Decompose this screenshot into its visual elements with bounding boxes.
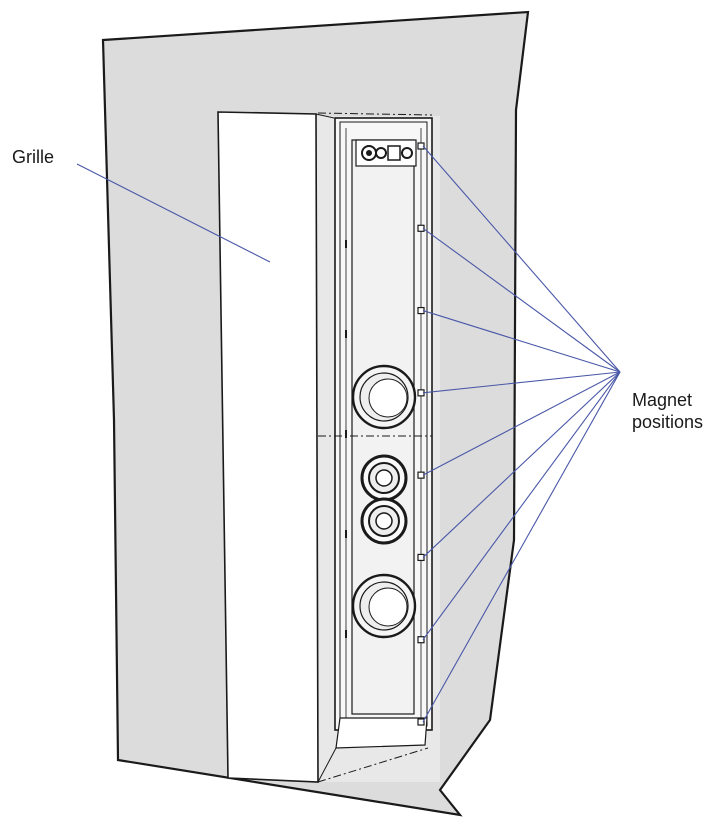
magnet-marker (417, 142, 425, 150)
magnet-leader-line (422, 371, 621, 394)
magnet-markers (417, 142, 425, 726)
magnet-leader-line (422, 310, 621, 373)
magnet-leader-line (422, 145, 621, 373)
alignment-lines (317, 112, 433, 783)
magnet-leader-line (422, 371, 621, 723)
magnet-marker (417, 636, 425, 644)
magnet-leader-line (422, 371, 621, 558)
magnet-leader-lines (422, 145, 621, 723)
magnet-leader-line (422, 227, 621, 373)
lower-tweeter (360, 497, 408, 545)
magnet-label-line-1: Magnet (632, 390, 693, 410)
upper-tweeter (360, 454, 408, 502)
lower-woofer (351, 573, 417, 639)
grille-leader-line (76, 163, 271, 263)
magnet-leader-line (422, 371, 621, 641)
magnet-positions-label: Magnet positions (632, 389, 703, 433)
speaker-frame (334, 117, 433, 749)
connector-plate (355, 139, 417, 167)
magnet-leader-line (422, 371, 621, 476)
magnet-marker (417, 553, 425, 562)
magnet-label-line-2: positions (632, 412, 704, 432)
grille-label: Grille (12, 147, 55, 167)
upper-woofer (351, 364, 417, 430)
magnet-marker (417, 224, 425, 232)
magnet-marker (417, 718, 425, 726)
